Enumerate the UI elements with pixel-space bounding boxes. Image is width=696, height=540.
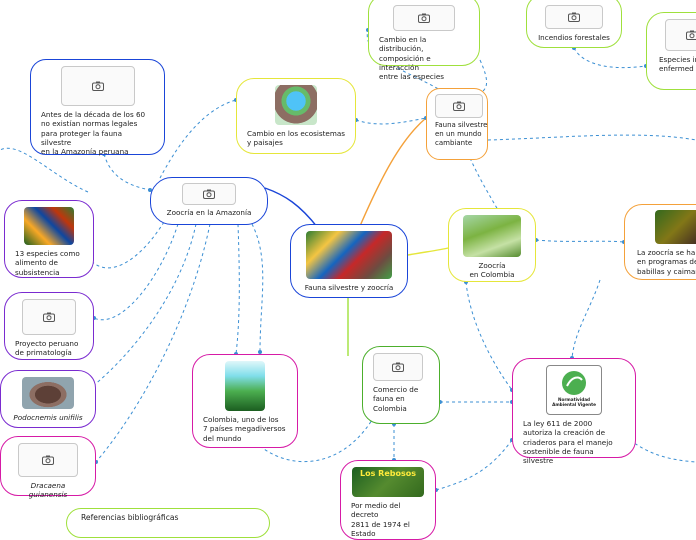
comercio-node[interactable]: Comercio de fauna en Colombia [362,346,440,424]
zoocria-colombia-node[interactable]: Zoocría en Colombia [448,208,536,282]
especies-invasoras-label: Especies in enfermed [659,55,696,74]
dracaena-label: Dracaena guianensis [11,481,85,500]
megadiverse-poster-image [225,361,265,411]
fauna-cambiante-label: Fauna silvestre en un mundo cambiante [435,121,479,148]
dracaena-node[interactable]: Dracaena guianensis [0,436,96,496]
podocnemis-node[interactable]: Podocnemis unifilis [0,370,96,428]
podocnemis-label: Podocnemis unifilis [11,413,85,422]
zoocria-programas-label: La zoocría se ha e en programas de babil… [637,248,696,276]
decreto-node[interactable]: Los Rebosos Por medio del decreto 2811 d… [340,460,436,540]
cambio-ecosistemas-node[interactable]: Cambio en los ecosistemas y paisajes [236,78,356,154]
zoocria-programas-node[interactable]: La zoocría se ha e en programas de babil… [624,204,696,280]
zoocria-amazonia-node[interactable]: Zoocría en la Amazonía [150,177,268,225]
image-placeholder [18,443,78,477]
normatividad-logo: Normatividad Ambiental Vigente [546,365,602,415]
rebosas-text: Los Rebosos [352,469,424,479]
image-placeholder [393,5,455,31]
camera-icon [203,189,215,199]
antes-decada-node[interactable]: Antes de la década de los 60 no existían… [30,59,165,155]
fauna-cambiante-node[interactable]: Fauna silvestre en un mundo cambiante [426,88,488,160]
antes-decada-label: Antes de la década de los 60 no existían… [41,110,154,157]
central-topic-label: Fauna silvestre y zoocría [297,283,401,292]
especies-13-label: 13 especies como alimento de subsistenci… [15,249,83,277]
cambio-distribucion-node[interactable]: Cambio en la distribución, composición e… [368,0,480,66]
camera-icon [453,101,465,111]
camera-icon [43,312,55,322]
image-placeholder [435,94,483,118]
image-placeholder [182,183,236,205]
image-placeholder [665,19,696,51]
incendios-label: Incendios forestales [537,33,611,42]
comercio-label: Comercio de fauna en Colombia [373,385,429,413]
zoocria-colombia-label: Zoocría en Colombia [459,261,525,280]
zoocria-amazonia-label: Zoocría en la Amazonía [156,208,262,217]
camera-icon [92,81,104,91]
megadiversos-node[interactable]: Colombia, uno de los 7 países megadivers… [192,354,298,448]
camera-icon [392,362,404,372]
camera-icon [568,12,580,22]
camera-icon [418,13,430,23]
image-placeholder [545,5,603,29]
cambio-distribucion-label: Cambio en la distribución, composición e… [379,35,469,82]
megadiversos-label: Colombia, uno de los 7 países megadivers… [203,415,287,443]
referencias-node[interactable]: Referencias bibliográficas [66,508,270,538]
species-collage-image [24,207,74,245]
grass-bird-image [463,215,521,257]
normatividad-text: Normatividad Ambiental Vigente [547,397,601,407]
proyecto-peruano-label: Proyecto peruano de primatología [15,339,83,358]
central-topic-node[interactable]: Fauna silvestre y zoocría [290,224,408,298]
image-placeholder [22,299,76,335]
camera-icon [42,455,54,465]
referencias-label: Referencias bibliográficas [81,513,255,523]
incendios-node[interactable]: Incendios forestales [526,0,622,48]
ley-611-node[interactable]: Normatividad Ambiental Vigente La ley 61… [512,358,636,458]
image-placeholder [61,66,135,106]
caiman-image [655,210,696,244]
wildlife-collage-image [306,231,392,279]
camera-icon [686,30,696,40]
especies-13-node[interactable]: 13 especies como alimento de subsistenci… [4,200,94,278]
turtle-image [22,377,74,409]
image-placeholder [373,353,423,381]
rebosas-image: Los Rebosos [352,467,424,497]
ley-611-label: La ley 611 de 2000 autoriza la creación … [523,419,625,466]
especies-invasoras-node[interactable]: Especies in enfermed [646,12,696,90]
hands-earth-image [275,85,317,125]
proyecto-peruano-node[interactable]: Proyecto peruano de primatología [4,292,94,360]
cambio-ecosistemas-label: Cambio en los ecosistemas y paisajes [247,129,345,148]
normatividad-line2: Ambiental Vigente [547,402,601,407]
